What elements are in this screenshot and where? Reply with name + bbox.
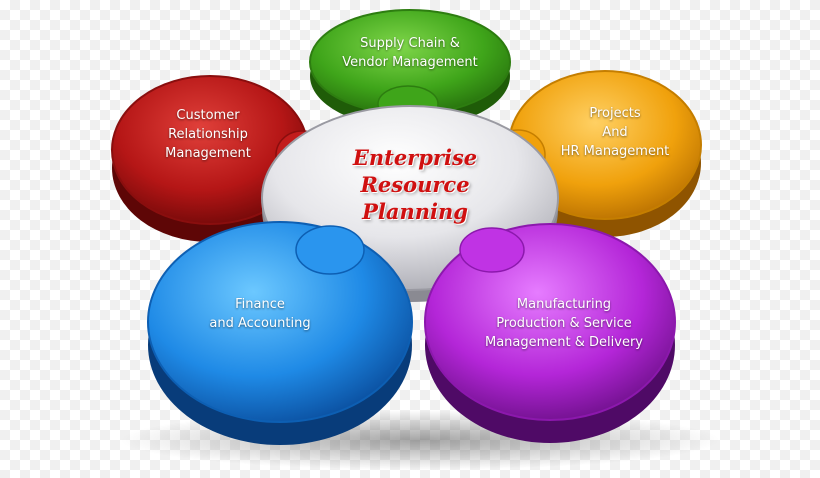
crm-line-3: Management [165,146,251,161]
crm-piece [111,75,329,242]
projects-hr-line-3: HR Management [560,144,670,159]
center-title-line-3: Planning [362,199,468,224]
center-title: Enterprise Resource Planning [330,144,500,225]
projects-hr-line-1: Projects [589,106,641,121]
crm-line-2: Relationship [168,127,248,142]
manufacturing-line-2: Production & Service [496,316,632,331]
center-title-line-1: Enterprise [352,145,478,170]
supply-chain-line-2: Vendor Management [342,55,478,70]
finance-line-1: Finance [235,297,285,312]
finance-label: Finance and Accounting [200,295,320,333]
manufacturing-line-1: Manufacturing [516,297,612,312]
center-title-line-2: Resource [360,172,470,197]
crm-line-1: Customer [176,108,240,123]
supply-chain-label: Supply Chain & Vendor Management [330,34,490,72]
finance-piece [147,221,413,445]
projects-hr-line-2: And [602,125,628,140]
manufacturing-line-3: Management & Delivery [485,335,643,350]
supply-chain-line-1: Supply Chain & [360,36,460,51]
supply-chain-piece [309,9,511,128]
manufacturing-label: Manufacturing Production & Service Manag… [478,295,650,352]
manufacturing-piece [424,223,676,443]
finance-line-2: and Accounting [209,316,311,331]
crm-label: Customer Relationship Management [148,106,268,163]
projects-hr-label: Projects And HR Management [550,104,680,161]
